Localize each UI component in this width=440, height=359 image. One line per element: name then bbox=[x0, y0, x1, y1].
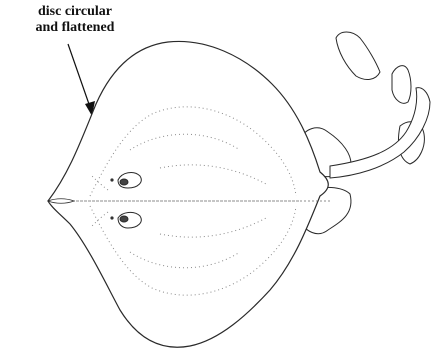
snout bbox=[48, 199, 74, 204]
eye-lower bbox=[118, 212, 141, 228]
disc-outline bbox=[48, 41, 328, 347]
annotation-arrow bbox=[68, 44, 95, 116]
